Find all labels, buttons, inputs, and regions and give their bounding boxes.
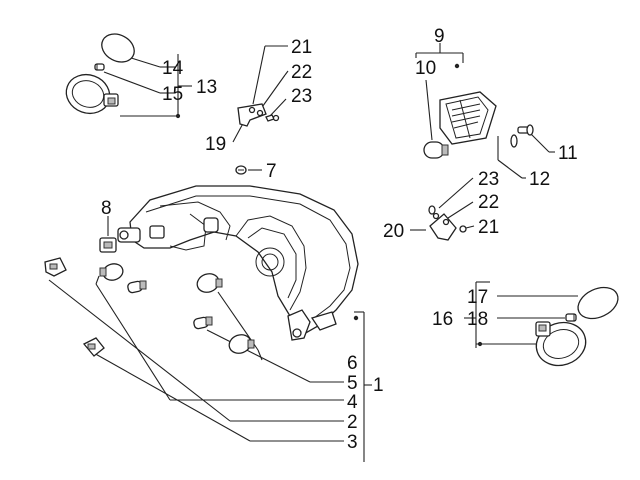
callout-6: 6 xyxy=(347,353,358,374)
callout-3: 3 xyxy=(347,432,358,453)
clip-3 xyxy=(82,337,105,357)
callout-22-upper: 22 xyxy=(291,62,312,83)
callout-23-upper: 23 xyxy=(291,86,312,107)
callout-2: 2 xyxy=(347,412,358,433)
callout-21-upper: 21 xyxy=(291,37,312,58)
turn-signal-bulb-left xyxy=(94,63,105,71)
callout-17: 17 xyxy=(467,287,488,308)
callout-13: 13 xyxy=(196,77,217,98)
bulb-6 xyxy=(196,273,255,354)
turn-signal-housing-left xyxy=(65,73,119,115)
callout-15: 15 xyxy=(162,84,183,105)
screw-and-washer xyxy=(510,124,534,148)
callout-12: 12 xyxy=(529,169,550,190)
callout-23-lower: 23 xyxy=(478,169,499,190)
mounting-bracket-lower xyxy=(429,212,467,241)
callout-16: 16 xyxy=(432,309,453,330)
turn-signal-bulb-right xyxy=(565,313,577,322)
turn-signal-housing-right xyxy=(535,321,587,367)
fasteners-lower xyxy=(428,205,436,215)
bulb-5 xyxy=(127,280,213,330)
callout-4: 4 xyxy=(347,392,358,413)
turn-signal-lens-right xyxy=(577,286,619,320)
clip-2 xyxy=(44,257,67,277)
turn-signal-lens-left xyxy=(101,33,135,63)
headlight-assembly xyxy=(117,185,359,341)
mounting-bracket-upper xyxy=(237,103,280,127)
callout-22-lower: 22 xyxy=(478,192,499,213)
callout-9: 9 xyxy=(434,26,445,47)
callout-8: 8 xyxy=(101,198,112,219)
licence-plate-bulb xyxy=(423,141,449,159)
callout-7: 7 xyxy=(266,161,277,182)
leader-lines xyxy=(48,43,578,462)
clip-8 xyxy=(99,237,117,253)
bulb-4 xyxy=(99,263,124,281)
licence-plate-light xyxy=(439,91,497,145)
callout-10: 10 xyxy=(415,58,436,79)
callout-20: 20 xyxy=(383,221,404,242)
callout-19: 19 xyxy=(205,134,226,155)
callout-1: 1 xyxy=(373,375,384,396)
callout-5: 5 xyxy=(347,373,358,394)
callout-18: 18 xyxy=(467,309,488,330)
callout-21-lower: 21 xyxy=(478,217,499,238)
screw xyxy=(235,165,247,175)
callout-14: 14 xyxy=(162,58,184,79)
callout-11: 11 xyxy=(558,143,578,164)
callout-numbers: 14 15 13 21 22 23 19 7 9 10 11 12 23 22 … xyxy=(101,26,578,453)
